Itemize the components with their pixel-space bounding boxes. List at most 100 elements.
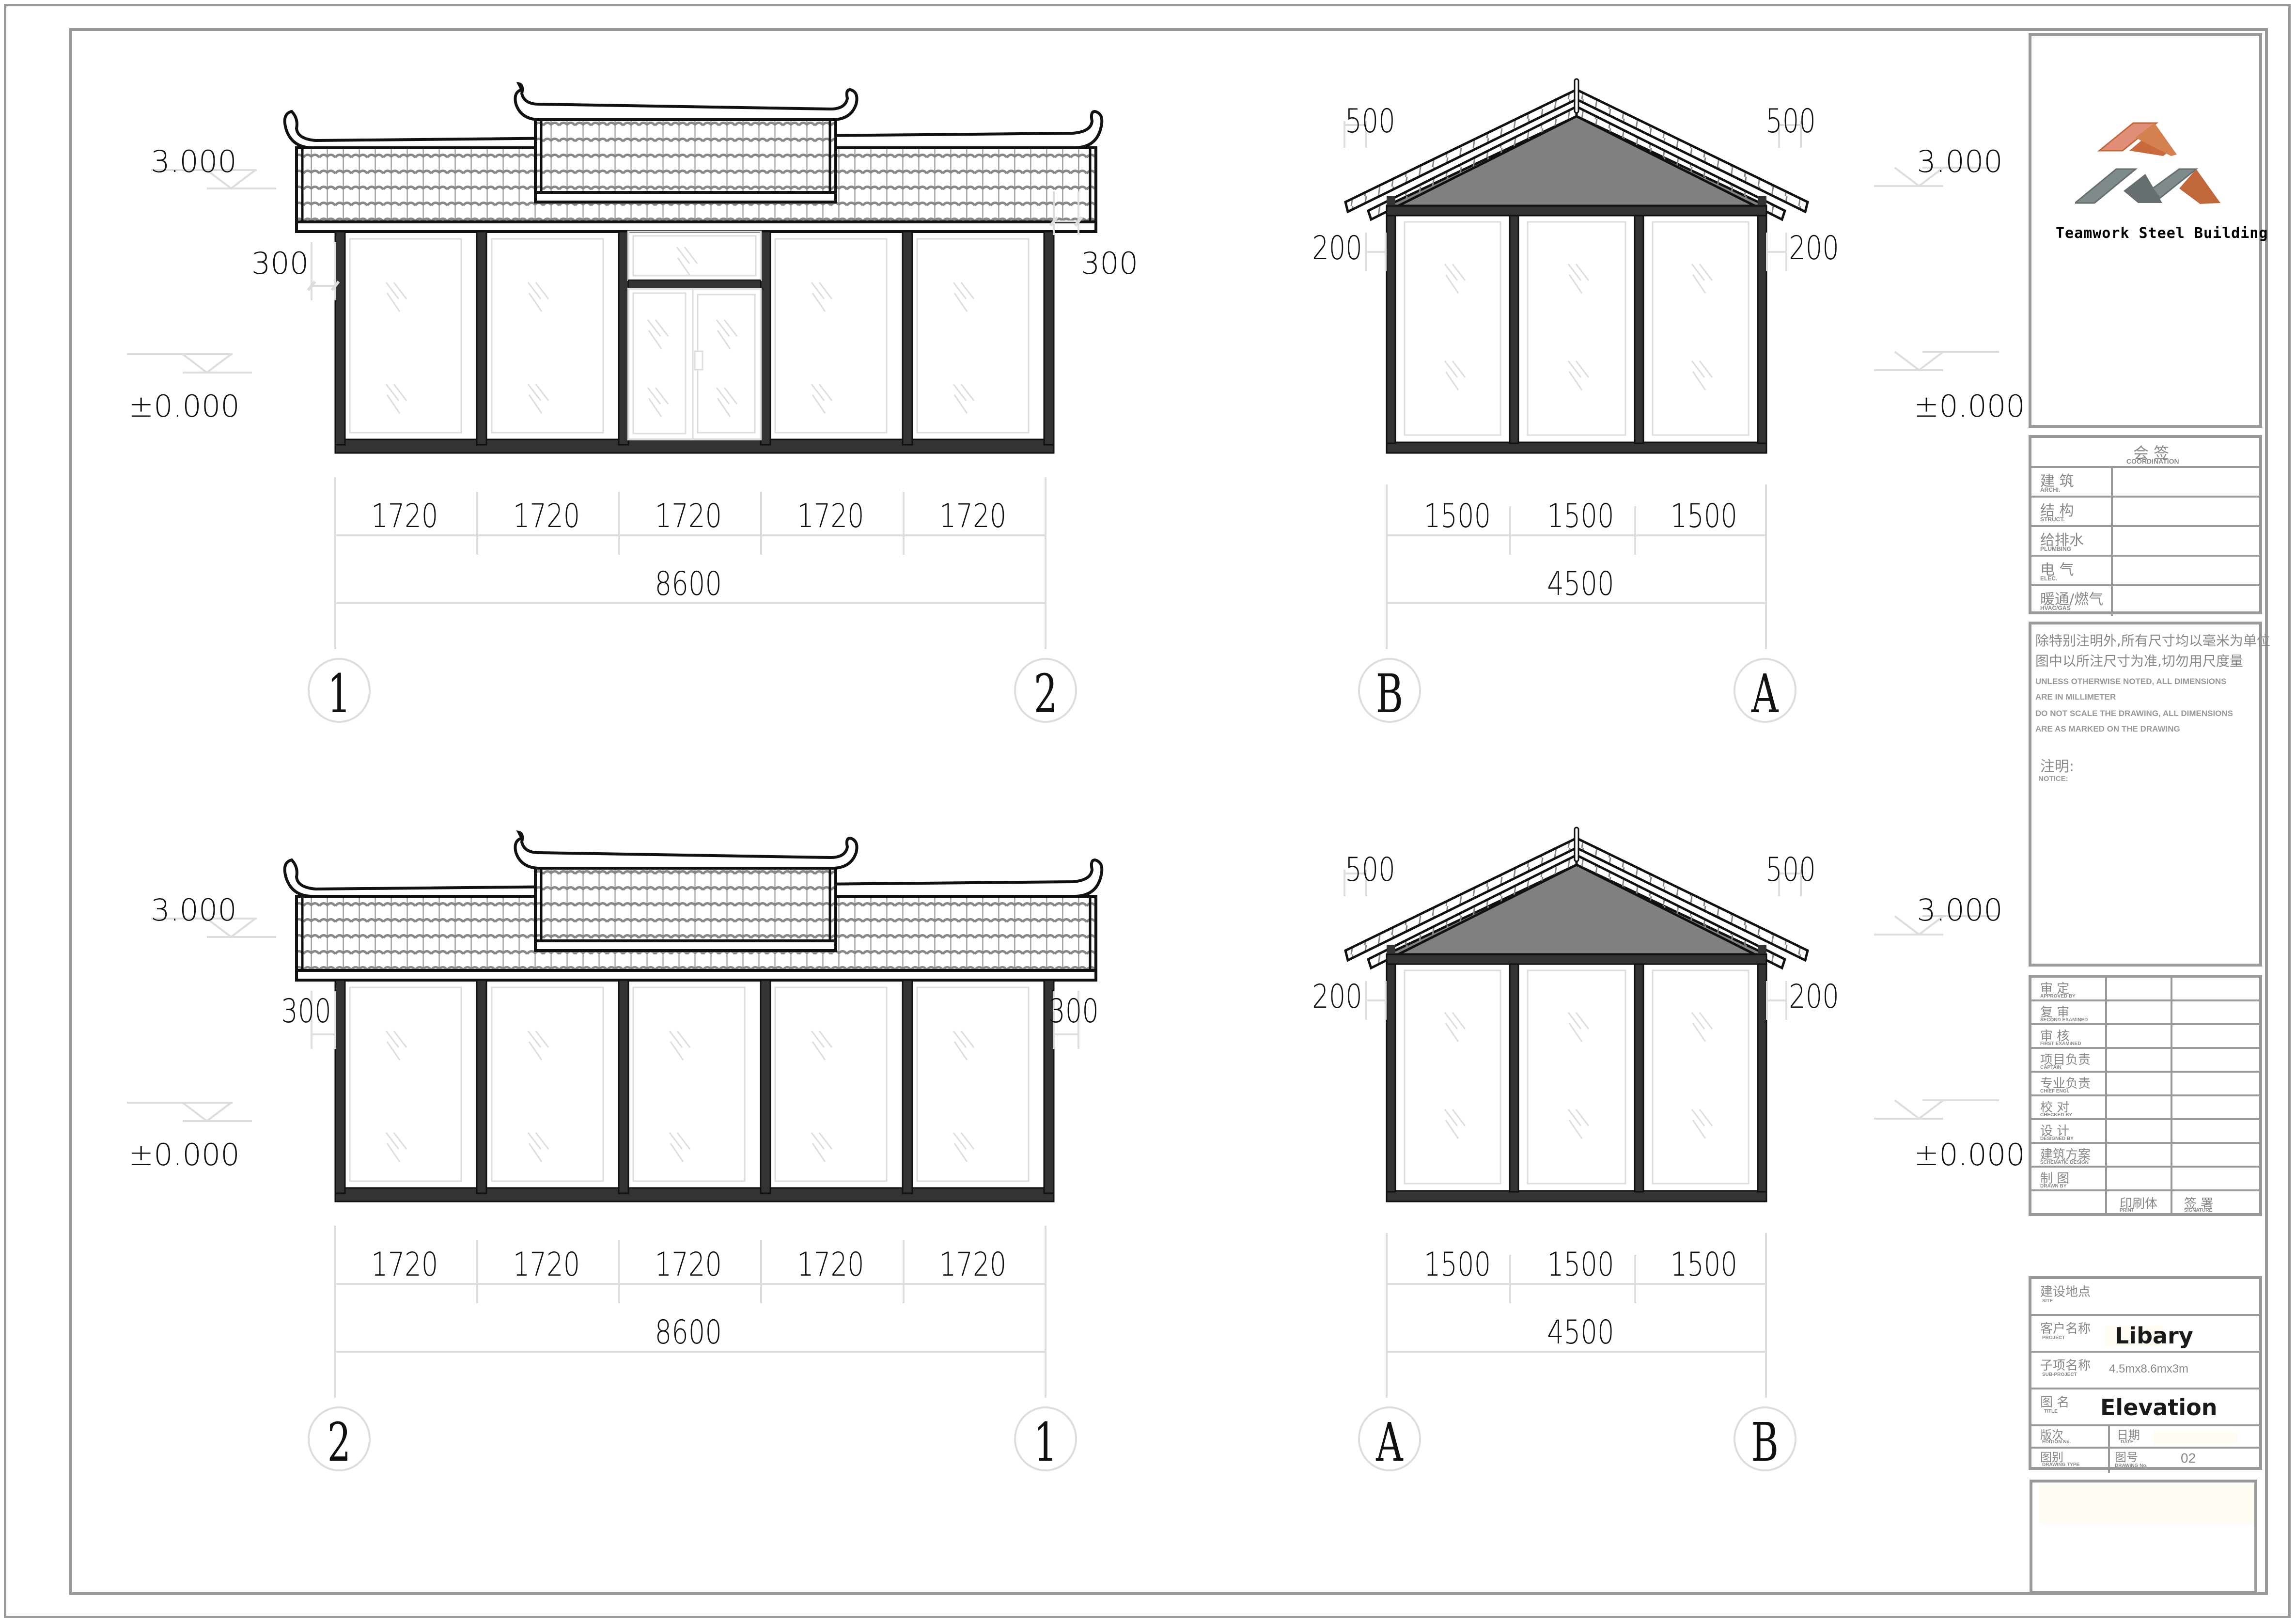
overall-dim: 8600 <box>655 564 722 603</box>
overhang-dim: 500 <box>1345 102 1395 140</box>
note-en: DO NOT SCALE THE DRAWING, ALL DIMENSIONS <box>2035 709 2234 718</box>
level-top-label: 3.000 <box>1917 892 2003 928</box>
axis-label: 1 <box>328 663 351 725</box>
bay-dim: 1500 <box>1424 497 1491 535</box>
axis-label: 1 <box>1034 1412 1058 1473</box>
overhang-dim: 500 <box>1345 850 1395 889</box>
overhang-dim: 500 <box>1765 102 1816 140</box>
drawing-title: Elevation <box>2100 1394 2218 1420</box>
bay-dim: 1500 <box>1671 1245 1737 1284</box>
bay-dim: 1720 <box>513 1245 580 1284</box>
level-top-label: 3.000 <box>151 144 237 179</box>
project-label: 客户名称 <box>2040 1322 2091 1336</box>
level-bottom-label: ±0.000 <box>128 1137 239 1172</box>
signoff-row-label: 制 图 <box>2040 1171 2070 1186</box>
signoff-row-label: 审 定 <box>2040 982 2070 996</box>
level-bottom-label: ±0.000 <box>1914 389 2025 424</box>
notes-box: 除特别注明外,所有尺寸均以毫米为单位 图中以所注尺寸为准,切勿用尺度量 UNLE… <box>2029 622 2270 967</box>
dim-lines-top-right <box>1358 484 1796 723</box>
bay-dim: 1720 <box>371 1245 438 1284</box>
site-label: 建设地点 <box>2040 1285 2091 1299</box>
note-en: UNLESS OTHERWISE NOTED, ALL DIMENSIONS <box>2035 677 2227 686</box>
axis-label: A <box>1375 1412 1404 1473</box>
note-en: ARE AS MARKED ON THE DRAWING <box>2035 724 2180 733</box>
bay-dim: 1720 <box>655 1245 722 1284</box>
coord-row-label: 暖通/燃气 <box>2040 591 2104 608</box>
level-bottom-label: ±0.000 <box>1914 1137 2025 1172</box>
drawing-number: 02 <box>2181 1451 2196 1466</box>
side-elevation-a-b <box>1345 827 1808 1202</box>
bay-dim: 1720 <box>939 1245 1006 1284</box>
project-name: Libary <box>2115 1323 2193 1349</box>
axis-label: B <box>1751 1412 1779 1473</box>
notice-label: 注明: <box>2040 758 2075 775</box>
signoff-row-label: 校 对 <box>2040 1100 2070 1115</box>
rear-elevation-2-1 <box>285 832 1102 1202</box>
side-dim: 200 <box>1312 229 1362 267</box>
bay-dim: 1500 <box>1547 1245 1614 1284</box>
company-name: Teamwork Steel Building <box>2056 225 2268 242</box>
coord-row-label: 结 构 <box>2040 502 2074 519</box>
sheet-inner-border <box>69 28 2268 1595</box>
dim-lines-bottom-left <box>308 1226 1077 1471</box>
bay-dim: 1720 <box>371 497 438 535</box>
bay-dim: 1720 <box>797 497 864 535</box>
dim-lines-top-left <box>308 477 1077 723</box>
side-dim-right: 300 <box>1081 246 1138 281</box>
side-dim-right-top <box>1053 191 1079 235</box>
signoff-row-label: 复 审 <box>2040 1005 2070 1020</box>
bay-dim: 1720 <box>797 1245 864 1284</box>
coordination-table: 会 签 COORDINATION 建 筑 ARCHI. 结 构 STRUCT. … <box>2029 435 2262 616</box>
bay-dim: 1720 <box>939 497 1006 535</box>
bay-dim: 1500 <box>1424 1245 1491 1284</box>
overhang-dim: 500 <box>1765 850 1816 889</box>
print-header: 印刷体 <box>2120 1197 2158 1211</box>
axis-label: 2 <box>1034 663 1058 725</box>
side-dim-left-top <box>311 242 336 300</box>
note-en: ARE IN MILLIMETER <box>2035 692 2116 702</box>
level-top-label: 3.000 <box>151 892 237 928</box>
subproject-label: 子项名称 <box>2040 1358 2091 1373</box>
coordination-header: 会 签 <box>2133 444 2170 462</box>
signoff-row-label: 专业负责 <box>2040 1077 2091 1091</box>
dim-lines-bottom-right <box>1358 1233 1796 1471</box>
coord-row-label: 电 气 <box>2040 562 2074 578</box>
overall-dim: 8600 <box>655 1313 722 1352</box>
edition-label: 版次 <box>2040 1428 2063 1442</box>
level-top-label: 3.000 <box>1917 144 2003 179</box>
axis-label: B <box>1376 663 1404 725</box>
note-cn: 除特别注明外,所有尺寸均以毫米为单位 <box>2035 633 2270 649</box>
side-dim: 300 <box>281 992 331 1030</box>
bay-dim: 1720 <box>513 497 580 535</box>
signoff-row-label: 项目负责 <box>2040 1053 2091 1067</box>
side-elevation-b-a <box>1345 79 1808 453</box>
bay-dim: 1500 <box>1671 497 1737 535</box>
side-dim: 300 <box>1048 992 1099 1030</box>
signature-header: 签 署 <box>2184 1197 2214 1211</box>
overall-dim: 4500 <box>1547 1313 1614 1352</box>
axis-label: 2 <box>328 1412 351 1473</box>
steel-roof-logo-icon <box>2075 122 2220 204</box>
bay-dim: 1720 <box>655 497 722 535</box>
sheet-outer-border <box>4 4 2291 1618</box>
drawing-number-label: 图号 <box>2115 1451 2138 1464</box>
signoff-row-label: 设 计 <box>2040 1124 2070 1139</box>
stamp-box <box>2030 1480 2257 1594</box>
date-label: 日期 <box>2117 1428 2140 1442</box>
front-elevation-1-2 <box>285 84 1102 454</box>
axis-label: A <box>1751 663 1779 725</box>
level-bottom-label: ±0.000 <box>128 389 239 424</box>
coord-row-label: 给排水 <box>2040 532 2084 549</box>
subproject-value: 4.5mx8.6mx3m <box>2109 1362 2189 1375</box>
side-dim: 200 <box>1312 977 1362 1016</box>
note-cn: 图中以所注尺寸为准,切勿用尺度量 <box>2035 653 2243 669</box>
drawing-type-label: 图别 <box>2040 1451 2063 1464</box>
coord-row-label: 建 筑 <box>2040 473 2074 490</box>
overhang-dims <box>311 121 1802 1049</box>
side-dim-left: 300 <box>251 246 309 281</box>
title-label: 图 名 <box>2040 1395 2070 1410</box>
side-dim: 200 <box>1789 977 1839 1016</box>
date-field <box>2153 1431 2237 1445</box>
